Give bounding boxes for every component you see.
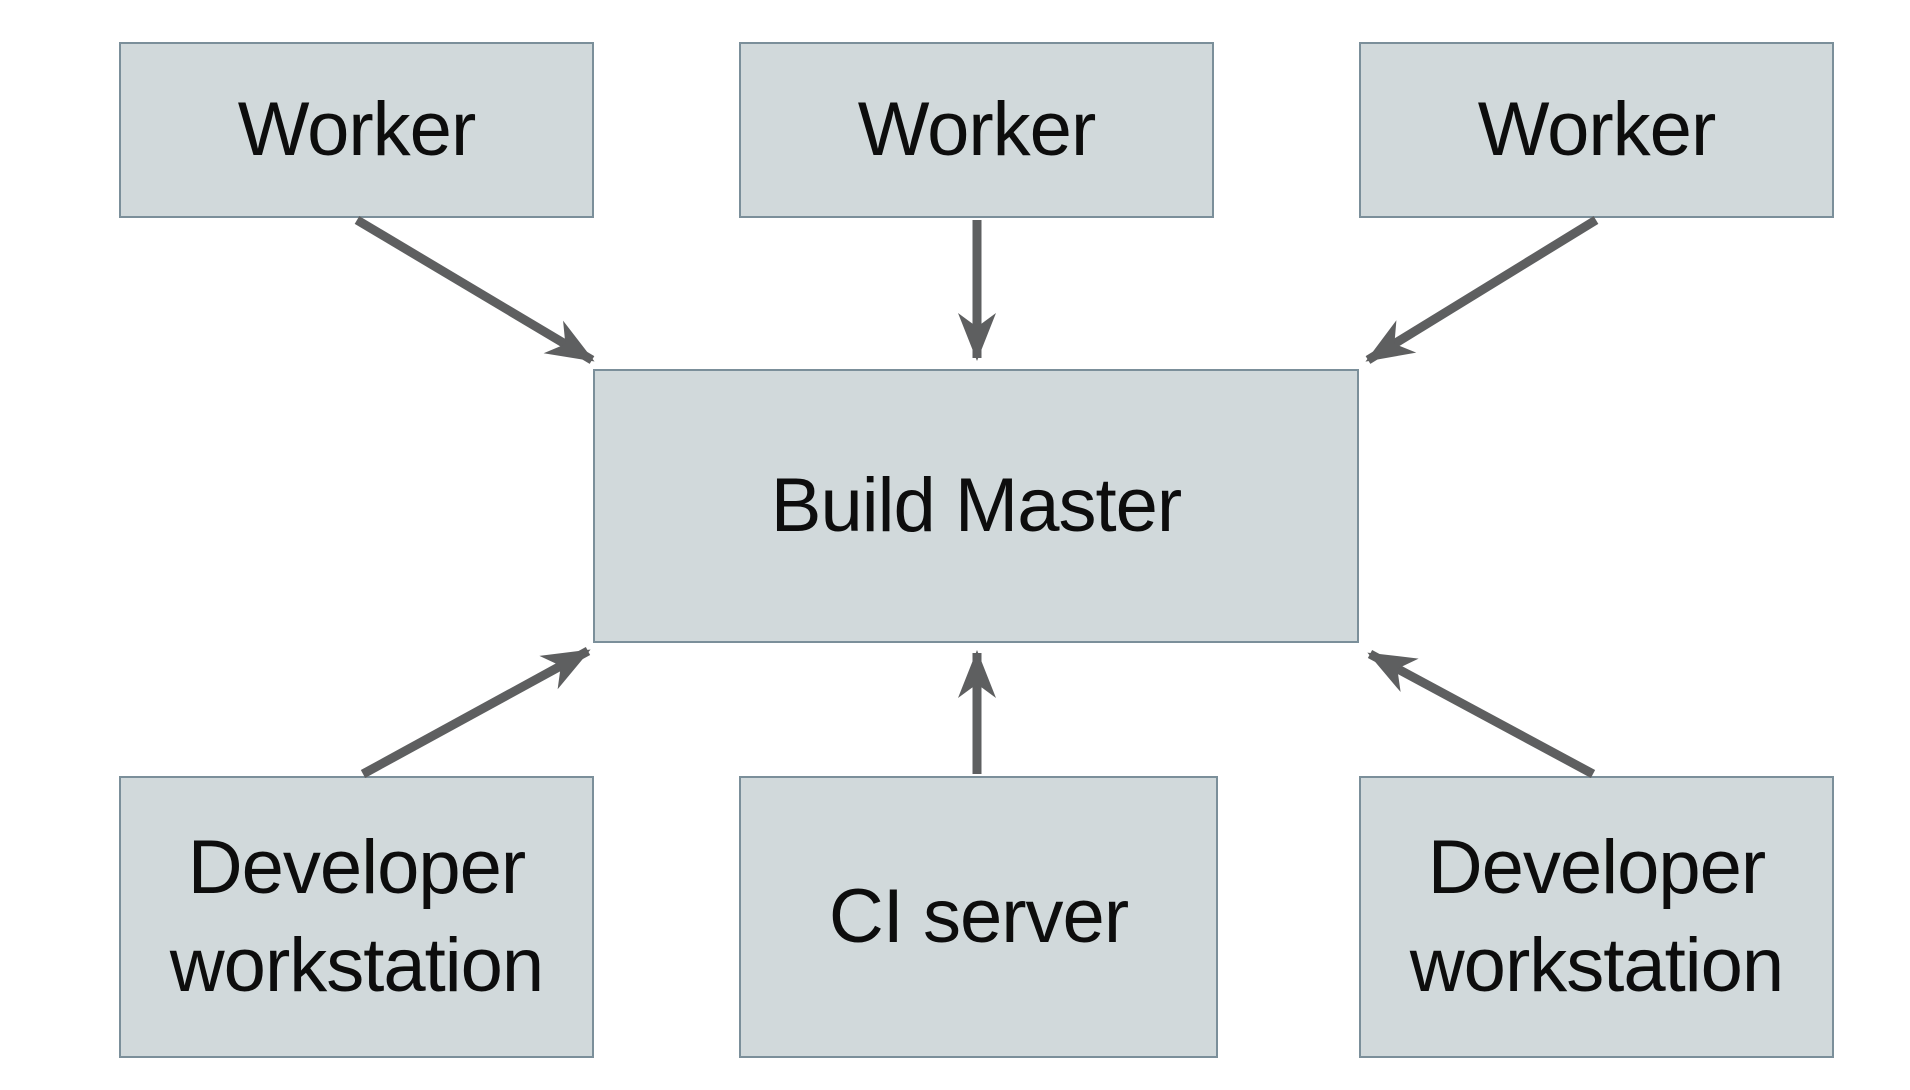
node-worker-2: Worker bbox=[739, 42, 1214, 218]
node-worker-3: Worker bbox=[1359, 42, 1834, 218]
node-ci-server: CI server bbox=[739, 776, 1218, 1058]
edge-worker-1-to-build-master bbox=[354, 216, 595, 364]
node-worker-2-label: Worker bbox=[857, 86, 1097, 172]
node-developer-workstation-left-label: Developer workstation bbox=[169, 824, 544, 1008]
node-developer-workstation-right: Developer workstation bbox=[1359, 776, 1834, 1058]
node-build-master-label: Build Master bbox=[770, 462, 1182, 548]
node-worker-3-label: Worker bbox=[1477, 86, 1717, 172]
node-worker-1-label: Worker bbox=[237, 86, 477, 172]
node-ci-server-label: CI server bbox=[828, 873, 1129, 959]
node-build-master: Build Master bbox=[593, 369, 1359, 643]
node-developer-workstation-right-label: Developer workstation bbox=[1409, 824, 1784, 1008]
edge-developer-workstation-right-to-build-master bbox=[1367, 650, 1596, 778]
node-worker-1: Worker bbox=[119, 42, 594, 218]
edge-worker-3-to-build-master bbox=[1365, 216, 1599, 364]
node-developer-workstation-left: Developer workstation bbox=[119, 776, 594, 1058]
edge-developer-workstation-left-to-build-master bbox=[360, 647, 591, 778]
